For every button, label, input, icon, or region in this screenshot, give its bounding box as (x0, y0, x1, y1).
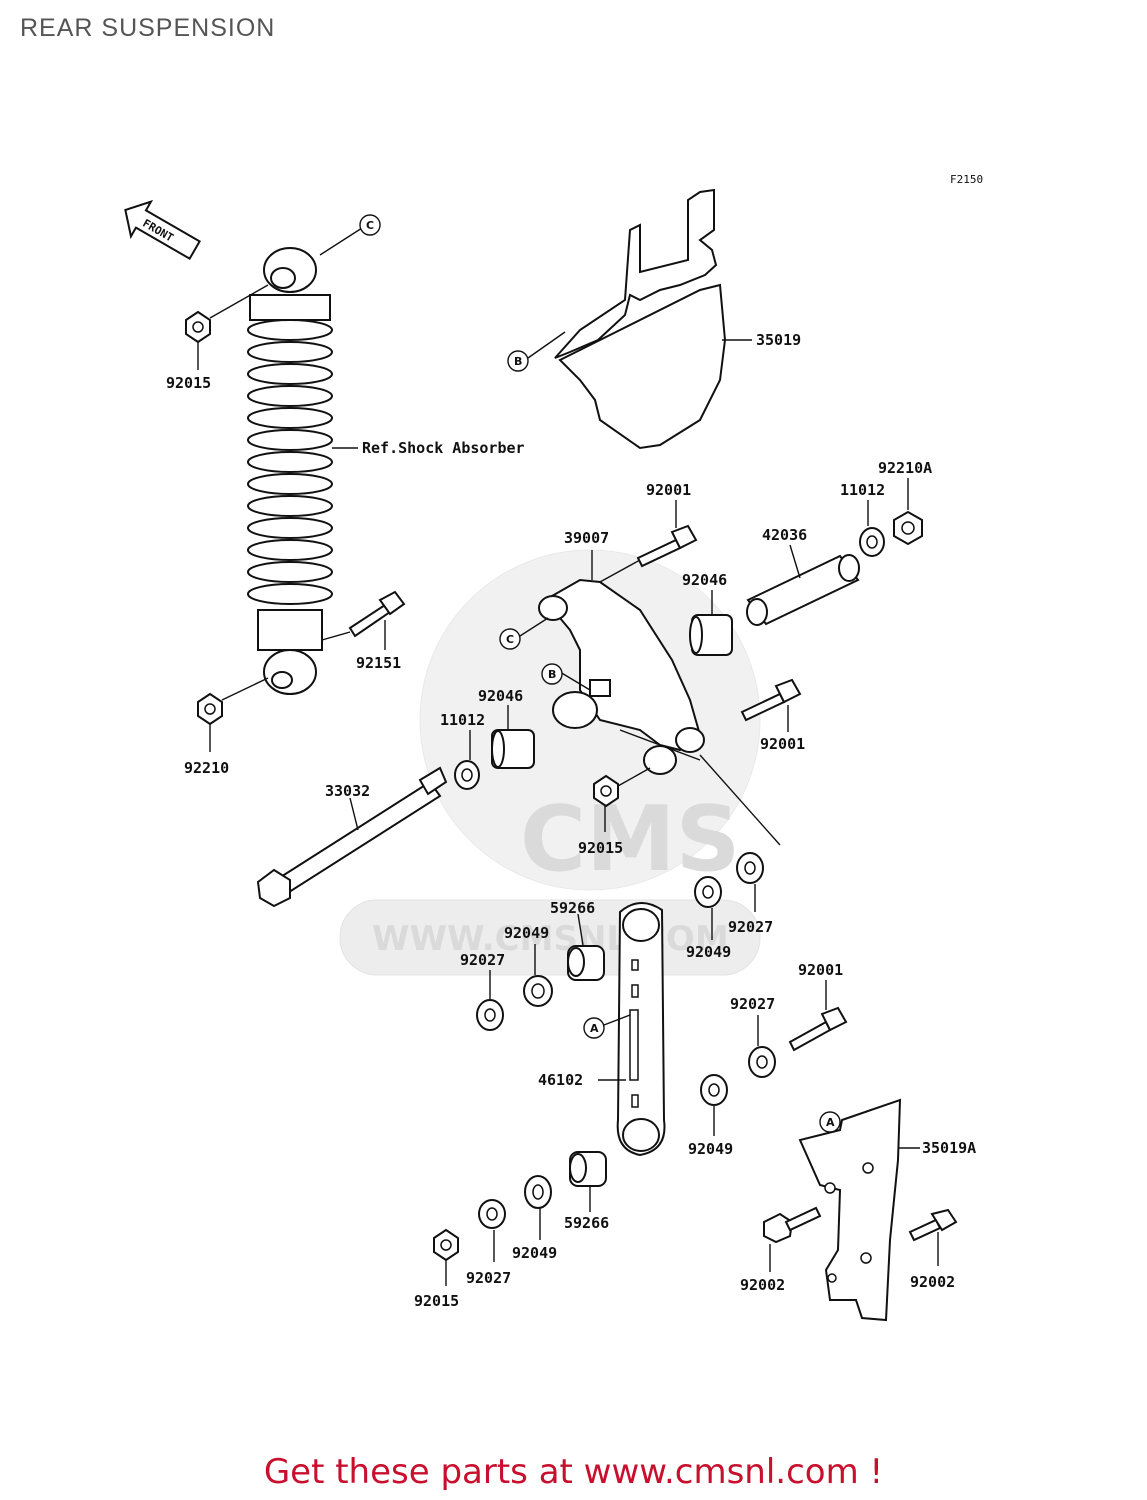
seal-11012-mid (454, 760, 480, 790)
seal-11012-top (859, 527, 885, 557)
washer-92027-mid (748, 1046, 776, 1078)
ref-marker-b-top: B (514, 355, 522, 368)
washer-92049-bottom (524, 1175, 552, 1209)
part-label-92027-a: 92027 (460, 951, 505, 969)
part-label-92210a: 92210A (878, 459, 932, 477)
bolt-92001-mid (740, 678, 802, 722)
part-label-35019a: 35019A (922, 1139, 976, 1157)
part-label-92210: 92210 (184, 759, 229, 777)
part-label-92049-a: 92049 (504, 924, 549, 942)
part-label-92027-d: 92027 (466, 1269, 511, 1287)
collar-59266-top (567, 945, 605, 981)
part-label-42036: 42036 (762, 526, 807, 544)
shock-reference-label: Ref.Shock Absorber (362, 439, 525, 457)
nut-92015-top (185, 310, 211, 344)
washer-92049-left (523, 975, 553, 1007)
part-label-33032: 33032 (325, 782, 370, 800)
front-arrow-icon: FRONT (124, 199, 202, 261)
part-label-92049-c: 92049 (688, 1140, 733, 1158)
bolt-92001-top (636, 524, 698, 568)
part-label-11012-b: 11012 (440, 711, 485, 729)
part-label-92151: 92151 (356, 654, 401, 672)
ref-marker-a-right: A (826, 1116, 835, 1129)
part-label-46102: 46102 (538, 1071, 583, 1089)
part-label-92001-c: 92001 (798, 961, 843, 979)
part-label-92002-a: 92002 (740, 1276, 785, 1294)
page-title: REAR SUSPENSION (20, 14, 276, 42)
collar-42036 (746, 554, 860, 626)
bolt-33032 (256, 766, 448, 908)
part-label-39007: 39007 (564, 529, 609, 547)
bush-92046-top (689, 614, 733, 656)
ref-marker-a-left: A (590, 1022, 599, 1035)
part-label-92027-b: 92027 (728, 918, 773, 936)
washer-92049-right (694, 876, 722, 908)
part-label-92049-d: 92049 (512, 1244, 557, 1262)
washer-92027-bottom (478, 1199, 506, 1229)
guard-35019a (798, 1098, 902, 1322)
parts-diagram: CMS WWW.CMSNL.COM F2150 FRONT (124, 173, 983, 1322)
nut-92210a (893, 510, 923, 546)
figure-code: F2150 (950, 173, 983, 186)
part-label-59266-a: 59266 (550, 899, 595, 917)
part-label-92015-c: 92015 (414, 1292, 459, 1310)
nut-92015-mid (593, 774, 619, 808)
watermark-url: WWW.CMSNL.COM (372, 919, 729, 959)
part-label-92027-c: 92027 (730, 995, 775, 1013)
part-label-92002-b: 92002 (910, 1273, 955, 1291)
watermark-brand: CMS (520, 787, 740, 892)
bush-92046-mid (491, 729, 535, 769)
washer-92027-right (736, 852, 764, 884)
part-label-11012-a: 11012 (840, 481, 885, 499)
shock-absorber (247, 247, 333, 695)
part-label-92001-a: 92001 (646, 481, 691, 499)
part-label-92049-b: 92049 (686, 943, 731, 961)
part-label-92015-b: 92015 (578, 839, 623, 857)
part-label-59266-b: 59266 (564, 1214, 609, 1232)
tie-rod-46102 (616, 902, 666, 1157)
ref-marker-c-mid: C (506, 633, 514, 646)
ref-marker-b-mid: B (548, 668, 556, 681)
bolt-92002-right (908, 1208, 958, 1242)
nut-92015-bottom (433, 1228, 459, 1262)
rocker-arm-39007 (538, 578, 705, 775)
bolt-92002-left (763, 1206, 822, 1244)
part-label-92015-a: 92015 (166, 374, 211, 392)
guard-35019 (554, 188, 727, 450)
washer-92027-left (476, 999, 504, 1031)
part-label-92001-b: 92001 (760, 735, 805, 753)
washer-92049-mid (700, 1074, 728, 1106)
ref-marker-c-top: C (366, 219, 374, 232)
collar-59266-bottom (569, 1151, 607, 1187)
bolt-92151 (348, 590, 406, 638)
part-label-35019: 35019 (756, 331, 801, 349)
nut-92210 (197, 692, 223, 726)
part-label-92046-b: 92046 (478, 687, 523, 705)
part-label-92046-a: 92046 (682, 571, 727, 589)
bolt-92001-lower (788, 1006, 848, 1052)
footer-link[interactable]: Get these parts at www.cmsnl.com ! (263, 1452, 884, 1492)
